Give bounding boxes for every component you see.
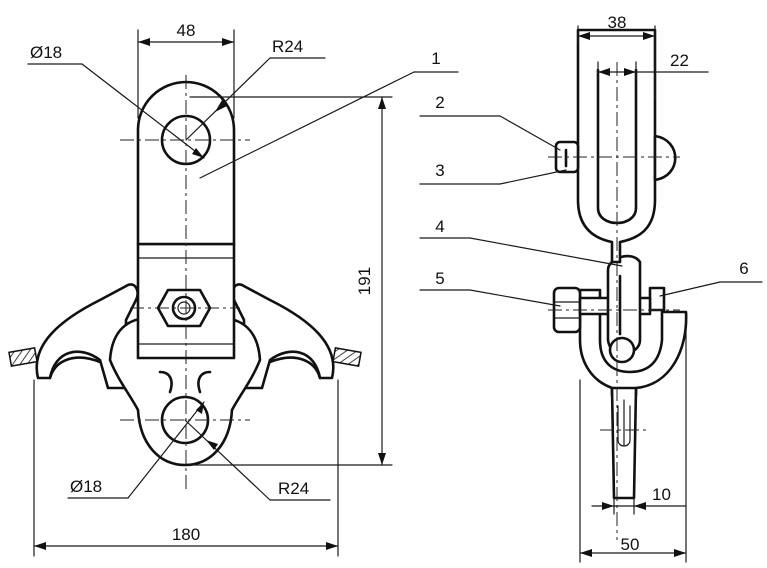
label-2: 2 (435, 93, 444, 112)
dim-bottom-hole-diameter: Ø18 (70, 477, 102, 496)
dim-overall-width: 180 (172, 525, 200, 544)
dim-side-top-width: 38 (608, 13, 627, 32)
dim-top-width: 48 (177, 21, 196, 40)
front-view: 48 Ø18 R24 191 Ø18 R24 180 (8, 21, 393, 557)
label-4: 4 (435, 217, 444, 236)
dim-side-bottom-width: 50 (621, 535, 640, 554)
label-1: 1 (431, 49, 440, 68)
label-5: 5 (435, 269, 444, 288)
dim-bottom-radius: R24 (278, 479, 309, 498)
dim-top-radius: R24 (272, 37, 303, 56)
dim-side-slot-width: 22 (670, 51, 689, 70)
side-hook (578, 288, 688, 397)
label-6: 6 (739, 259, 748, 278)
dim-top-hole-diameter: Ø18 (30, 43, 62, 62)
part-callouts: 1 2 3 4 5 6 (199, 49, 763, 307)
dim-overall-height: 191 (355, 267, 374, 295)
side-pin-dome (653, 134, 677, 182)
dim-side-tongue-width: 10 (652, 485, 671, 504)
label-3: 3 (435, 161, 444, 180)
right-conductor (332, 346, 362, 368)
left-conductor (8, 346, 38, 368)
side-nut (648, 286, 666, 312)
side-view: 38 22 50 10 (548, 13, 709, 563)
